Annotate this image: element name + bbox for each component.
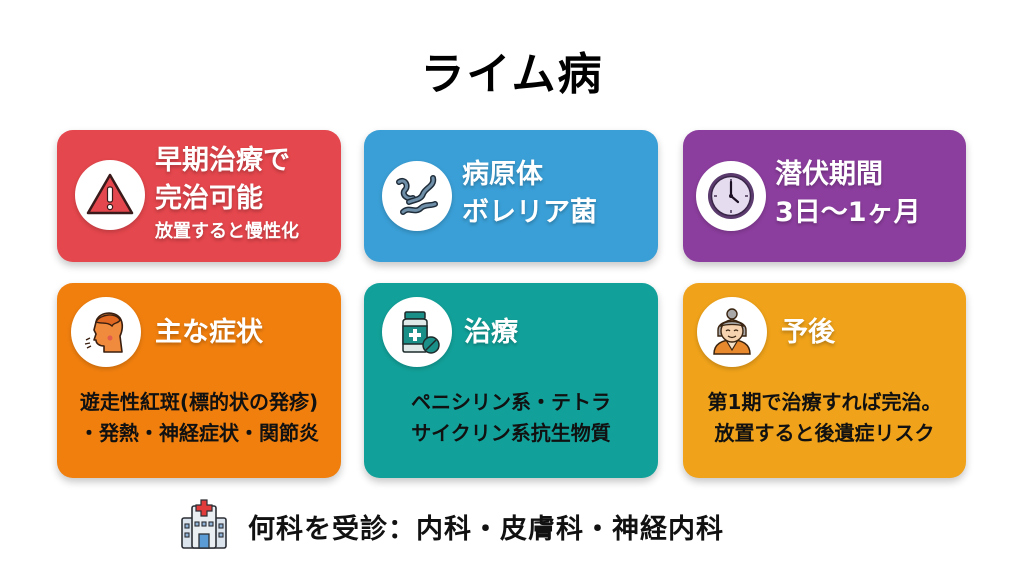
card-pathogen: 病原体 ボレリア菌 <box>364 130 658 262</box>
card-heading: 主な症状 <box>155 317 263 348</box>
card-heading-line: 潜伏期間 <box>775 159 883 190</box>
card-body-line: サイクリン系抗生物質 <box>411 421 611 445</box>
card-prognosis: 予後 第1期で治療すれば完治。 放置すると後遺症リスク <box>683 283 966 478</box>
clock-icon <box>696 161 766 231</box>
medicine-bottle-icon <box>382 297 452 367</box>
card-body-line: 第1期で治療すれば完治。 <box>707 390 942 414</box>
warning-icon <box>75 160 145 230</box>
elderly-woman-icon <box>697 297 767 367</box>
card-body-line: 遊走性紅斑(標的状の発疹) <box>79 390 319 414</box>
card-symptoms: 主な症状 遊走性紅斑(標的状の発疹) ・発熱・神経症状・関節炎 <box>57 283 341 478</box>
hospital-icon <box>180 498 228 554</box>
card-heading: 予後 <box>781 317 835 348</box>
card-body-line: ペニシリン系・テトラ <box>411 390 611 414</box>
card-subtext: 放置すると慢性化 <box>155 221 299 242</box>
card-treatment: 治療 ペニシリン系・テトラ サイクリン系抗生物質 <box>364 283 658 478</box>
coughing-person-icon <box>71 297 141 367</box>
card-heading-line: 病原体 <box>462 159 543 190</box>
card-heading-line: 3日〜1ヶ月 <box>775 197 921 228</box>
card-heading-line: ボレリア菌 <box>462 197 597 228</box>
department-text: 何科を受診：内科・皮膚科・神経内科 <box>248 513 724 545</box>
card-body-line: 放置すると後遺症リスク <box>714 421 935 445</box>
bacteria-icon <box>382 161 452 231</box>
department-footer: 何科を受診：内科・皮膚科・神経内科 <box>180 498 724 554</box>
card-incubation: 潜伏期間 3日〜1ヶ月 <box>683 130 966 262</box>
card-heading-line: 完治可能 <box>155 183 263 214</box>
card-early-treatment: 早期治療で 完治可能 放置すると慢性化 <box>57 130 341 262</box>
card-body-line: ・発熱・神経症状・関節炎 <box>79 421 319 445</box>
card-heading-line: 早期治療で <box>155 145 290 176</box>
card-heading: 治療 <box>464 317 518 348</box>
page-title: ライム病 <box>420 49 604 100</box>
